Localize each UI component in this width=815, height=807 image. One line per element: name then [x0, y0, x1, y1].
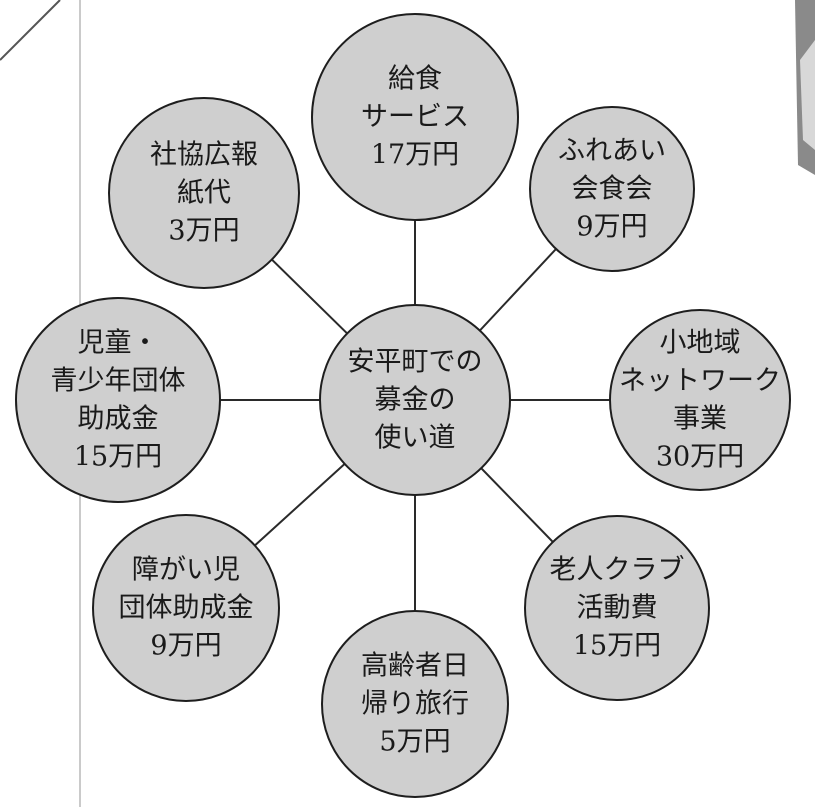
- node-label-kyushoku-line-1: 給食: [388, 64, 442, 95]
- center-label-line-3: 使い道: [375, 423, 456, 454]
- node-label-jido-line-1: 児童・: [78, 328, 159, 359]
- node-label-shochiiki-line-1: 小地域: [660, 328, 741, 359]
- node-group: 給食サービス17万円ふれあい会食会9万円小地域ネットワーク事業30万円老人クラブ…: [15, 13, 791, 798]
- node-label-fureai-line-1: ふれあい: [558, 136, 666, 167]
- node-label-fureai-line-2: 会食会: [572, 174, 653, 205]
- node-circle-rojin-club: [524, 515, 710, 701]
- node-label-rojin-club-line-2: 活動費: [577, 593, 658, 624]
- node-circle-kyushoku: [311, 13, 519, 221]
- node-label-shogaiji-line-3: 9万円: [150, 631, 221, 662]
- center-circle: [319, 304, 511, 496]
- node-circle-shogaiji: [92, 514, 280, 702]
- node-label-kyushoku-line-2: サービス: [361, 102, 469, 133]
- node-label-koreisha-line-2: 帰り旅行: [361, 689, 469, 720]
- node-circle-shochiiki: [609, 309, 791, 491]
- corner-arc: [0, 0, 61, 61]
- node-label-shakyo-koho-line-2: 紙代: [177, 178, 231, 209]
- center-label-line-2: 募金の: [375, 385, 456, 416]
- node-label-shakyo-koho-line-3: 3万円: [168, 216, 239, 247]
- node-label-shochiiki-line-4: 30万円: [656, 442, 744, 473]
- photo-corner-highlight: [800, 40, 815, 150]
- node-label-shogaiji-line-2: 団体助成金: [119, 593, 254, 624]
- node-label-shochiiki-line-2: ネットワーク: [619, 366, 781, 397]
- center-label-line-1: 安平町での: [348, 347, 483, 378]
- node-circle-shakyo-koho: [108, 97, 300, 289]
- node-label-shogaiji-line-1: 障がい児: [132, 555, 240, 586]
- node-label-koreisha-line-1: 高齢者日: [361, 651, 469, 682]
- node-label-rojin-club-line-1: 老人クラブ: [550, 555, 685, 586]
- node-circle-fureai: [529, 106, 695, 272]
- node-label-shakyo-koho-line-1: 社協広報: [150, 140, 258, 171]
- node-label-jido-line-2: 青少年団体: [51, 366, 186, 397]
- node-label-jido-line-4: 15万円: [74, 442, 162, 473]
- node-label-koreisha-line-3: 5万円: [379, 727, 450, 758]
- node-circle-koreisha: [321, 610, 509, 798]
- node-label-fureai-line-3: 9万円: [576, 212, 647, 243]
- node-label-rojin-club-line-3: 15万円: [573, 631, 661, 662]
- node-label-jido-line-3: 助成金: [78, 404, 159, 435]
- node-label-shochiiki-line-3: 事業: [673, 404, 727, 435]
- node-label-kyushoku-line-3: 17万円: [371, 140, 459, 171]
- node-circle-jido: [15, 297, 221, 503]
